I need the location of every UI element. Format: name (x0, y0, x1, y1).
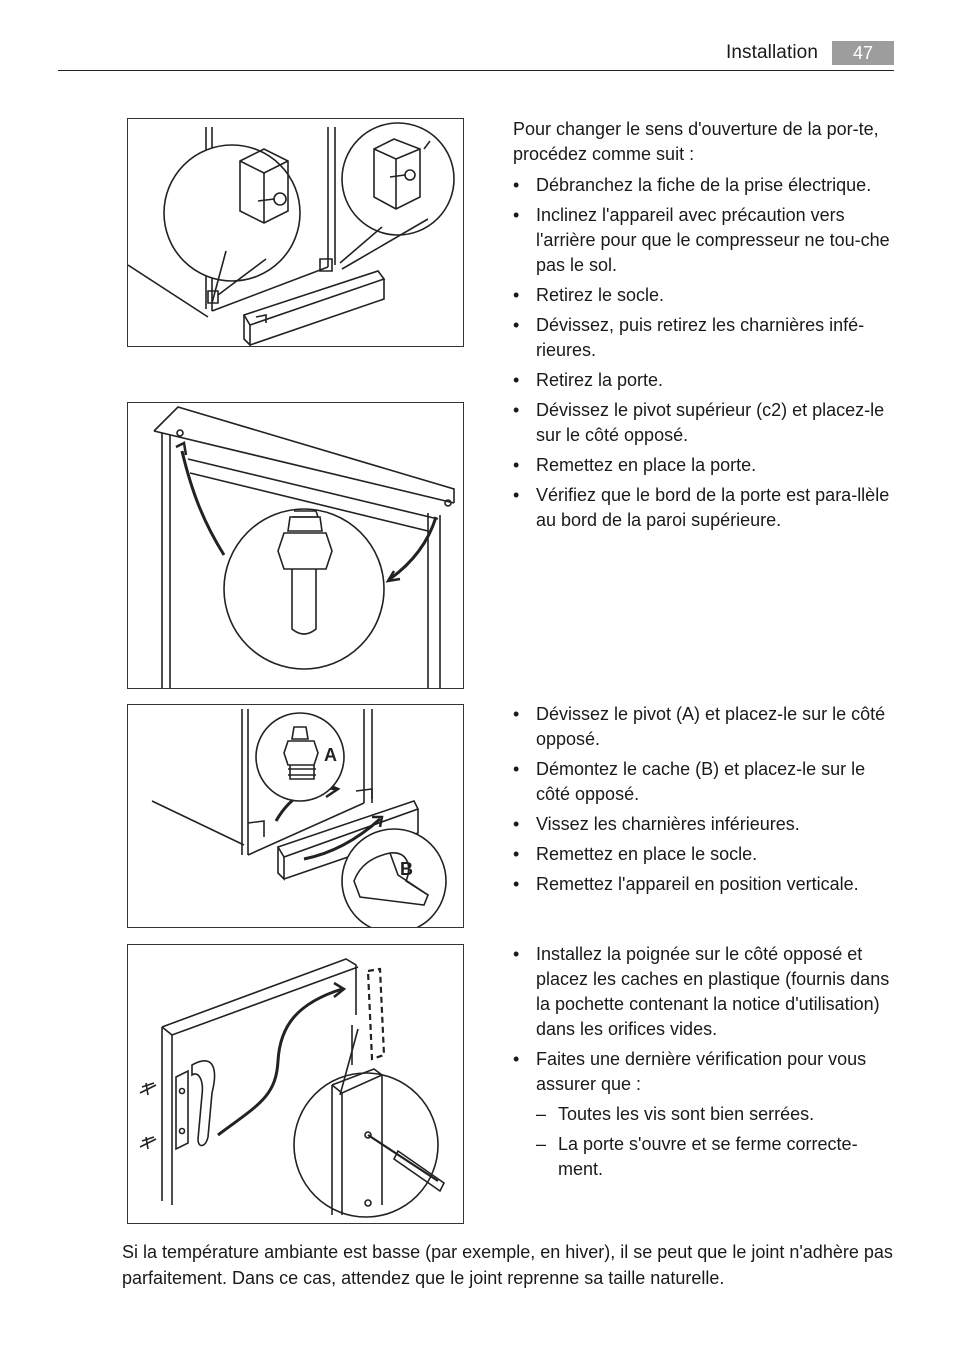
figure-remove-plinth-hinges (127, 118, 464, 347)
list-item: Vérifiez que le bord de la porte est par… (513, 483, 893, 533)
steps-list-1: Débranchez la fiche de la prise électriq… (513, 173, 893, 393)
list-item: Démontez le cache (B) et placez-le sur l… (513, 757, 893, 807)
list-item: Remettez en place le socle. (513, 842, 893, 867)
list-item: Débranchez la fiche de la prise électriq… (513, 173, 893, 198)
header-divider (58, 70, 894, 71)
list-item: Dévissez le pivot (A) et placez-le sur l… (513, 702, 893, 752)
page-header: Installation 47 (726, 40, 894, 66)
footer-note: Si la température ambiante est basse (pa… (122, 1242, 893, 1288)
list-item: Dévissez le pivot supérieur (c2) et plac… (513, 398, 893, 448)
instructions-block-1: Pour changer le sens d'ouverture de la p… (513, 117, 893, 398)
illustration-pivot-cover: A B (151, 709, 447, 927)
figure-pivot-a-cover-b: A B (127, 704, 464, 928)
instructions-block-3: Dévissez le pivot (A) et placez-le sur l… (513, 702, 893, 902)
list-item: Vissez les charnières inférieures. (513, 812, 893, 837)
section-title: Installation (725, 42, 818, 63)
figure-handle-relocation (127, 944, 464, 1224)
steps-list-3: Dévissez le pivot (A) et placez-le sur l… (513, 702, 893, 897)
list-item: Retirez la porte. (513, 368, 893, 393)
list-item: Dévissez, puis retirez les charnières in… (513, 313, 893, 363)
instructions-block-4: Installez la poignée sur le côté opposé … (513, 942, 893, 1187)
list-item: Remettez l'appareil en position vertical… (513, 872, 893, 897)
illustration-handle (139, 958, 446, 1218)
figure-upper-pivot (127, 402, 464, 689)
list-item: Inclinez l'appareil avec précaution vers… (513, 203, 893, 278)
list-item: Retirez le socle. (513, 283, 893, 308)
label-a: A (324, 745, 337, 765)
intro-text: Pour changer le sens d'ouverture de la p… (513, 119, 879, 164)
page-number: 47 (832, 41, 894, 65)
instructions-block-2: Dévissez le pivot supérieur (c2) et plac… (513, 398, 893, 538)
illustration-hinge-removal (128, 122, 455, 346)
list-item: Remettez en place la porte. (513, 453, 893, 478)
list-item: Toutes les vis sont bien serrées. (536, 1102, 893, 1127)
checks-list: Toutes les vis sont bien serrées. La por… (513, 1102, 893, 1182)
list-item: Faites une dernière vérification pour vo… (513, 1047, 893, 1097)
list-item: Installez la poignée sur le côté opposé … (513, 942, 893, 1042)
steps-list-4: Installez la poignée sur le côté opposé … (513, 942, 893, 1097)
list-item: La porte s'ouvre et se ferme correcte-me… (536, 1132, 893, 1182)
steps-list-2: Dévissez le pivot supérieur (c2) et plac… (513, 398, 893, 533)
label-b: B (400, 859, 413, 879)
illustration-upper-pivot (153, 406, 455, 688)
